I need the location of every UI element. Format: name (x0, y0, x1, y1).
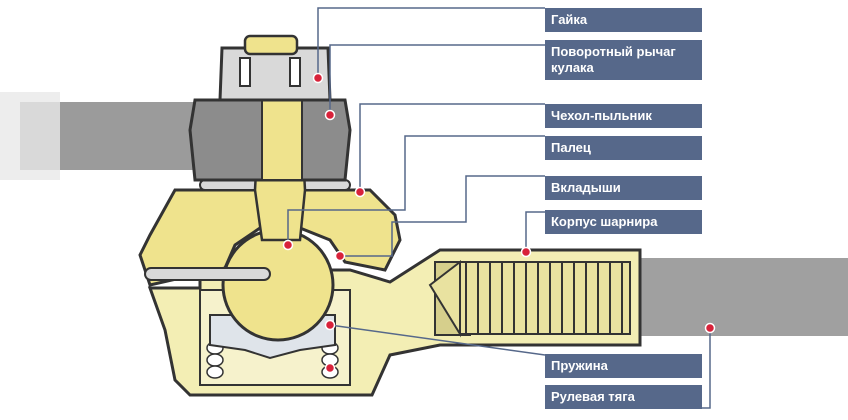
label-tie-rod-text: Рулевая тяга (551, 389, 635, 404)
pin-tip (243, 34, 299, 56)
marker-liners (334, 250, 346, 262)
knuckle-arm-fade (0, 92, 60, 180)
leader-spring (329, 324, 546, 356)
label-tie-rod: Рулевая тяга (545, 385, 702, 409)
marker-ball-pin (282, 239, 294, 251)
leader-lines (287, 7, 711, 409)
marker-dust-boot (354, 186, 366, 198)
marker-nut (312, 72, 324, 84)
tie-rod-shape (620, 258, 848, 336)
leader-nut (317, 7, 545, 78)
leader-dust-boot (359, 103, 545, 192)
label-steering-knuckle-arm-text: Поворотный рычаг кулака (551, 44, 676, 75)
leader-liners (340, 175, 545, 257)
label-liners: Вкладыши (545, 176, 702, 200)
marker-joint-housing (520, 246, 532, 258)
marker-dots (282, 72, 716, 374)
label-nut: Гайка (545, 8, 702, 32)
boot-ring (144, 267, 271, 281)
label-liners-text: Вкладыши (551, 180, 621, 195)
marker-spring-2 (324, 362, 336, 374)
label-spring-text: Пружина (551, 358, 608, 373)
nut-highlight (261, 99, 303, 181)
thread-ridges (465, 262, 623, 334)
threaded-bore (459, 261, 631, 335)
leader-joint-housing (525, 211, 545, 252)
label-spring: Пружина (545, 354, 702, 378)
leader-knuckle-arm (329, 44, 545, 115)
thread-cone (428, 259, 461, 338)
label-ball-pin-text: Палец (551, 140, 591, 155)
castle-nut (218, 46, 332, 102)
knuckle-arm-shape (20, 102, 215, 170)
label-steering-knuckle-arm: Поворотный рычаг кулака (545, 40, 702, 80)
castle-slots (239, 57, 301, 87)
leader-ball-pin (287, 135, 545, 245)
label-joint-housing-text: Корпус шарнира (551, 214, 658, 229)
ball-shape (221, 228, 335, 342)
label-dust-boot: Чехол-пыльник (545, 104, 702, 128)
label-dust-boot-text: Чехол-пыльник (551, 108, 652, 123)
label-ball-pin: Палец (545, 136, 702, 160)
label-nut-text: Гайка (551, 12, 588, 27)
marker-knuckle-arm (324, 109, 336, 121)
label-joint-housing: Корпус шарнира (545, 210, 702, 234)
marker-tie-rod (704, 322, 716, 334)
marker-spring-1 (324, 319, 336, 331)
